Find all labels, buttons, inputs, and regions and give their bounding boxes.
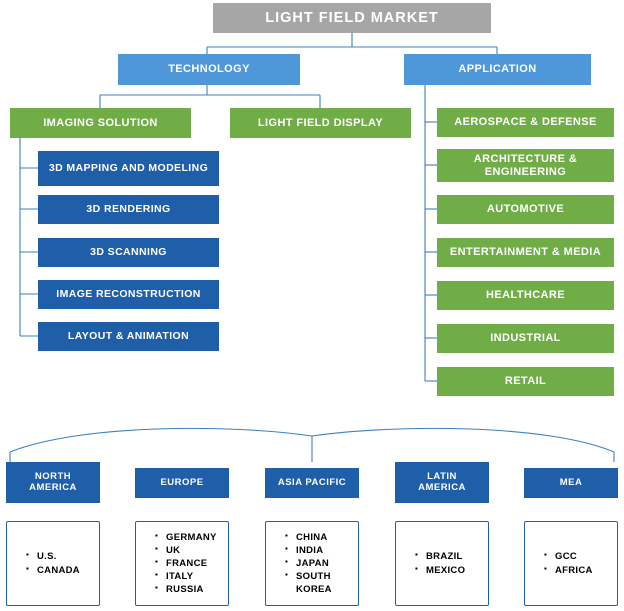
list-item: MEXICO [415,562,488,577]
node-3d-scanning[interactable]: 3D SCANNING [38,238,219,267]
list-item: BRAZIL [415,549,488,563]
node-image-reconstruction[interactable]: IMAGE RECONSTRUCTION [38,280,219,309]
node-aerospace-and-defense[interactable]: AEROSPACE & DEFENSE [437,108,614,137]
region-node-latin-america[interactable]: LATIN AMERICA [395,462,489,503]
branch-node-application[interactable]: APPLICATION [404,54,591,85]
list-item: FRANCE [155,556,228,570]
node-entertainment-and-media[interactable]: ENTERTAINMENT & MEDIA [437,238,614,267]
country-list-mea: GCC AFRICA [524,521,618,606]
region-node-north-america[interactable]: NORTH AMERICA [6,462,100,503]
node-retail[interactable]: RETAIL [437,367,614,396]
list-item: UK [155,543,228,557]
node-3d-mapping-and-modeling[interactable]: 3D MAPPING AND MODELING [38,151,219,186]
region-node-europe[interactable]: EUROPE [135,468,229,498]
country-list-asia-pacific: CHINA INDIA JAPAN SOUTH KOREA [265,521,359,606]
list-item: CHINA [285,530,358,544]
list-item: GERMANY [155,530,228,544]
node-architecture-and-engineering[interactable]: ARCHITECTURE & ENGINEERING [437,149,614,182]
region-node-mea[interactable]: MEA [524,468,618,498]
list-item: SOUTH KOREA [285,569,358,596]
list-item: AFRICA [544,562,617,577]
node-automotive[interactable]: AUTOMOTIVE [437,195,614,224]
region-node-asia-pacific[interactable]: ASIA PACIFIC [265,468,359,498]
node-light-field-display[interactable]: LIGHT FIELD DISPLAY [230,108,411,138]
list-item: JAPAN [285,556,358,570]
country-list-latin-america: BRAZIL MEXICO [395,521,489,606]
country-list-europe: GERMANY UK FRANCE ITALY RUSSIA [135,521,229,606]
country-list-north-america: U.S. CANADA [6,521,100,606]
node-industrial[interactable]: INDUSTRIAL [437,324,614,353]
list-item: U.S. [26,549,99,563]
list-item: RUSSIA [155,582,228,596]
list-item: INDIA [285,543,358,557]
node-imaging-solution[interactable]: IMAGING SOLUTION [10,108,191,138]
node-3d-rendering[interactable]: 3D RENDERING [38,195,219,224]
list-item: ITALY [155,569,228,583]
branch-node-technology[interactable]: TECHNOLOGY [118,54,300,85]
node-layout-and-animation[interactable]: LAYOUT & ANIMATION [38,322,219,351]
root-node-light-field-market[interactable]: LIGHT FIELD MARKET [213,3,491,33]
list-item: GCC [544,549,617,563]
list-item: CANADA [26,562,99,577]
node-healthcare[interactable]: HEALTHCARE [437,281,614,310]
